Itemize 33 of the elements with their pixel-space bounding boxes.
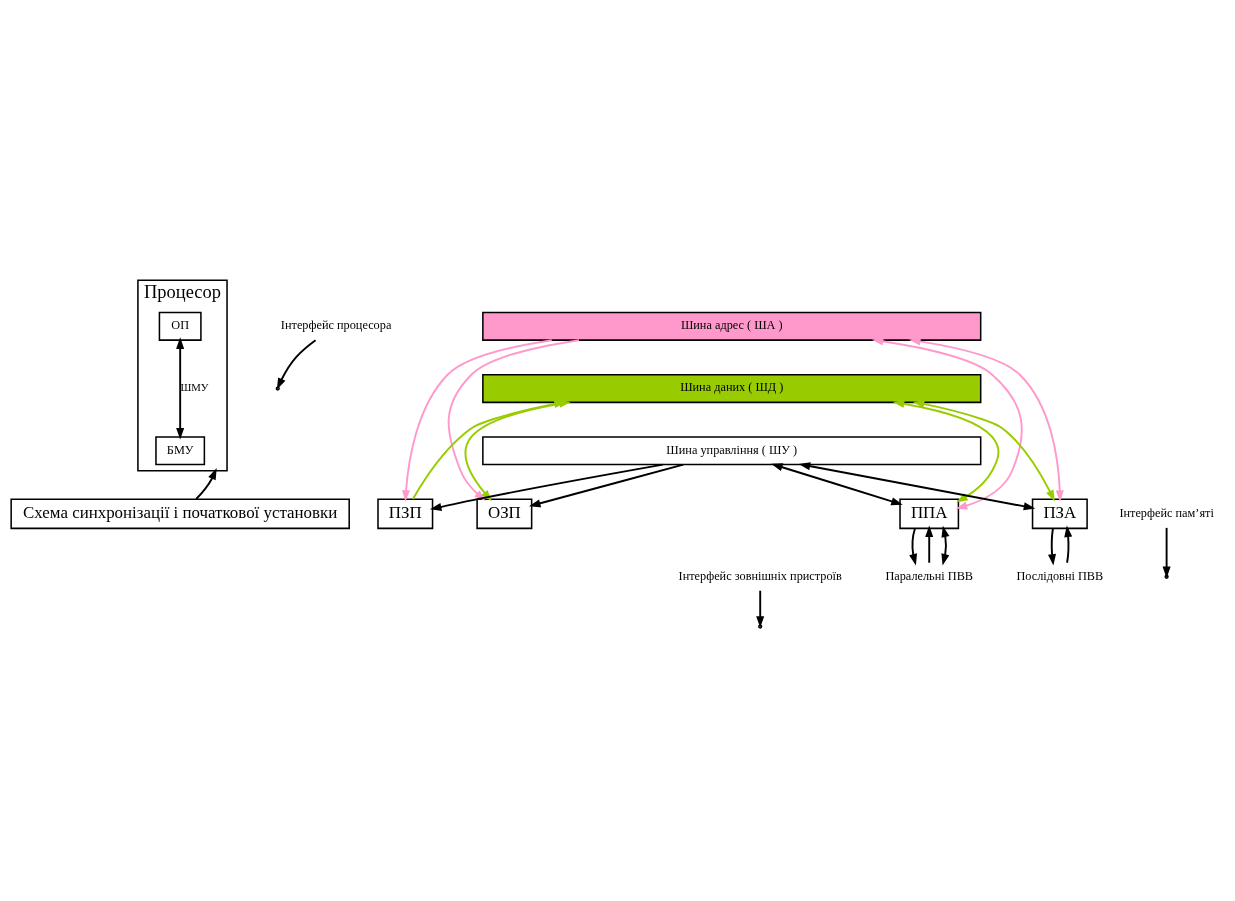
arrow (195, 467, 217, 500)
node-text: Паралельні ПВВ (885, 568, 974, 583)
node-box: Схема синхронізації і початкової установки (10, 497, 350, 529)
arrow (871, 336, 1023, 509)
node-box: ПЗА (1031, 497, 1088, 529)
arrow (908, 336, 1064, 502)
node-text: Інтерфейс процесора (280, 317, 392, 332)
node-text: Інтерфейс зовнішніх пристроїв (678, 568, 842, 583)
arrow (909, 527, 918, 566)
arrow (429, 463, 664, 511)
arrow (447, 338, 580, 501)
arrow (941, 525, 950, 566)
node-box: Шина адрес ( ША ) (482, 311, 982, 341)
arrow (892, 399, 1000, 502)
node-box: ПЗП (377, 497, 434, 529)
arrow (1064, 525, 1073, 564)
node-box: ОП (158, 311, 202, 341)
node-box: БМУ (155, 435, 206, 465)
arrow (798, 461, 1036, 510)
arrow (176, 336, 185, 439)
node-box: Шина управління ( ШУ ) (482, 435, 982, 465)
node-text: Послідовні ПВВ (1016, 568, 1104, 583)
arrow (528, 463, 685, 507)
arrow (771, 462, 903, 505)
node-box: ППА (899, 497, 960, 529)
arrow (912, 399, 1055, 502)
arrow (925, 525, 934, 564)
node-box: Шина даних ( ШД ) (482, 373, 982, 403)
edge-label: ШМУ (180, 380, 209, 393)
node-text: Інтерфейс пам’яті (1119, 505, 1214, 520)
node-box: ОЗП (476, 497, 533, 529)
arrow (1048, 527, 1057, 566)
arrow (402, 338, 553, 502)
